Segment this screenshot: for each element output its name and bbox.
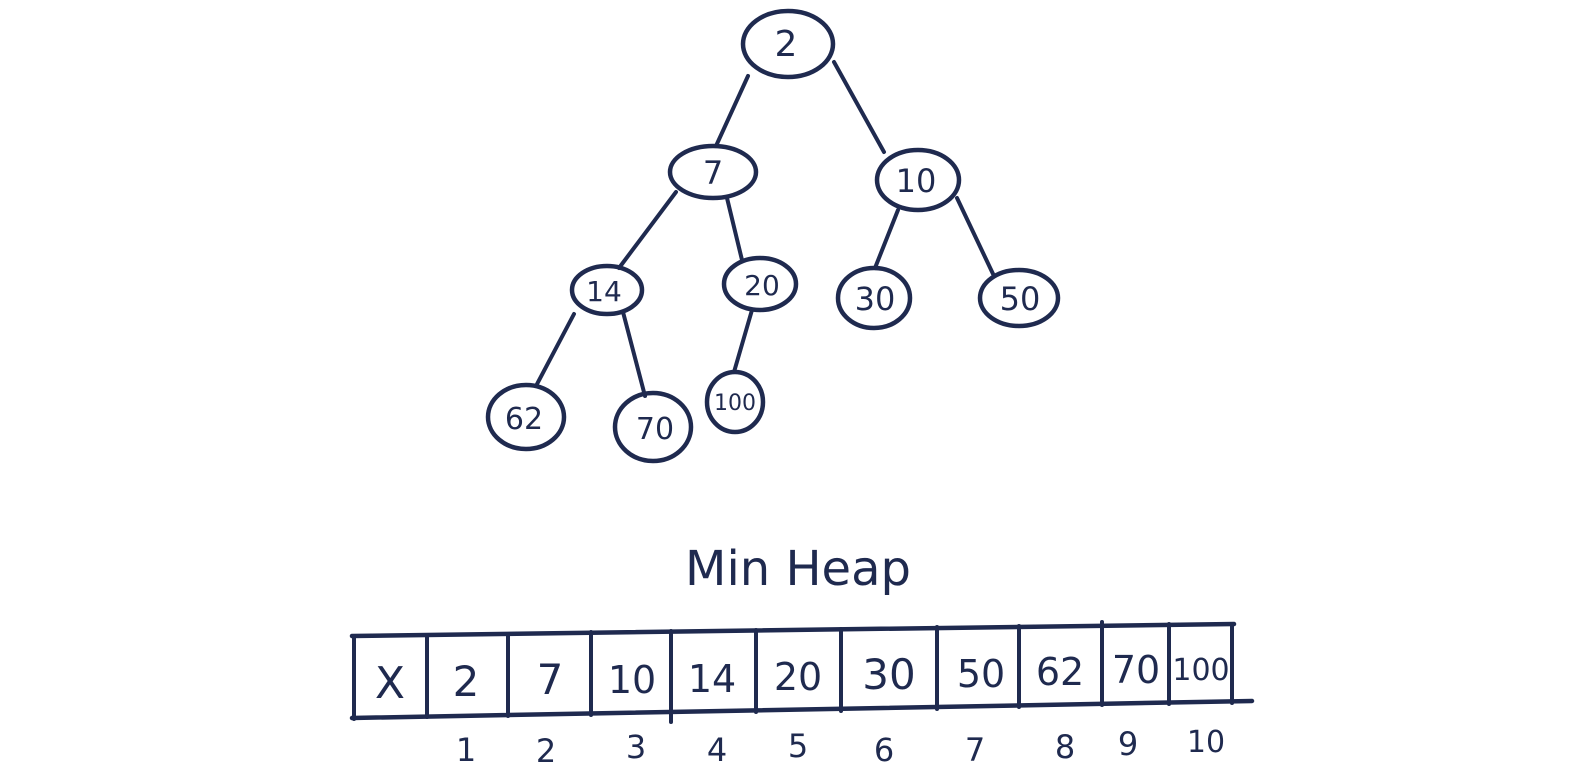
array-index: 10 (1187, 725, 1225, 760)
array-cell-value: 20 (774, 655, 822, 699)
node-circle (874, 147, 962, 213)
node-label: 30 (855, 280, 896, 318)
node-label: 14 (586, 275, 622, 308)
array-index: 8 (1055, 728, 1075, 766)
node-label: 62 (505, 402, 543, 437)
node-label: 7 (703, 154, 723, 192)
tree-edge (534, 312, 576, 388)
array-index: 3 (626, 728, 646, 766)
node-label: 10 (896, 162, 937, 200)
node-label: 50 (1000, 280, 1041, 318)
array-bottom-border (349, 698, 1255, 721)
tree-nodes: 2 7 10 14 20 30 (485, 8, 1061, 464)
tree-edge (732, 308, 754, 374)
array-index: 2 (536, 732, 556, 770)
tree-edge (873, 208, 900, 270)
node-label: 2 (775, 24, 798, 65)
node-circle (740, 8, 836, 80)
tree-node: 70 (612, 390, 694, 464)
heap-array: X 2 7 10 14 20 30 50 62 70 100 (349, 620, 1255, 724)
array-index: 9 (1118, 725, 1138, 763)
node-circle (569, 263, 645, 317)
array-index: 6 (874, 731, 894, 769)
array-cell-value: 100 (1172, 653, 1229, 688)
array-cell-value: 50 (957, 652, 1005, 696)
tree-node: 14 (569, 263, 645, 317)
node-circle (485, 382, 567, 452)
node-label: 100 (714, 391, 756, 416)
tree-edge (617, 190, 678, 270)
array-index: 1 (456, 731, 476, 769)
tree-node: 30 (835, 265, 913, 331)
diagram-title: Min Heap (685, 541, 911, 597)
node-circle (835, 265, 913, 331)
array-index: 4 (707, 731, 727, 769)
tree-edge (621, 310, 647, 398)
tree-edge (955, 196, 996, 278)
tree-edge (832, 60, 886, 154)
tree-edge (725, 196, 744, 262)
node-circle (977, 267, 1061, 329)
array-cell-value: 7 (537, 655, 564, 704)
tree-node: 2 (740, 8, 836, 80)
node-label: 20 (744, 269, 780, 302)
node-circle (704, 369, 766, 435)
tree-node: 100 (704, 369, 766, 435)
tree-node: 7 (667, 143, 759, 201)
tree-edges (534, 60, 996, 398)
tree-node: 62 (485, 382, 567, 452)
array-cell-value: 10 (608, 658, 656, 702)
tree-edge (714, 74, 750, 148)
array-index: 5 (788, 727, 808, 765)
node-circle (721, 255, 799, 313)
node-circle (612, 390, 694, 464)
tree-node: 10 (874, 147, 962, 213)
node-circle (667, 143, 759, 201)
array-cell-value: 14 (688, 657, 736, 701)
array-top-border (349, 621, 1237, 639)
array-indices: 1 2 3 4 5 6 7 8 9 10 (456, 725, 1225, 770)
node-label: 70 (636, 412, 674, 447)
array-index: 7 (965, 731, 985, 769)
array-cell-value: 70 (1112, 648, 1160, 692)
array-cell-value: X (375, 658, 405, 709)
array-cell-value: 30 (862, 650, 915, 699)
array-cell-value: 2 (453, 657, 480, 706)
tree-node: 50 (977, 267, 1061, 329)
tree-node: 20 (721, 255, 799, 313)
array-cell-value: 62 (1036, 650, 1084, 694)
